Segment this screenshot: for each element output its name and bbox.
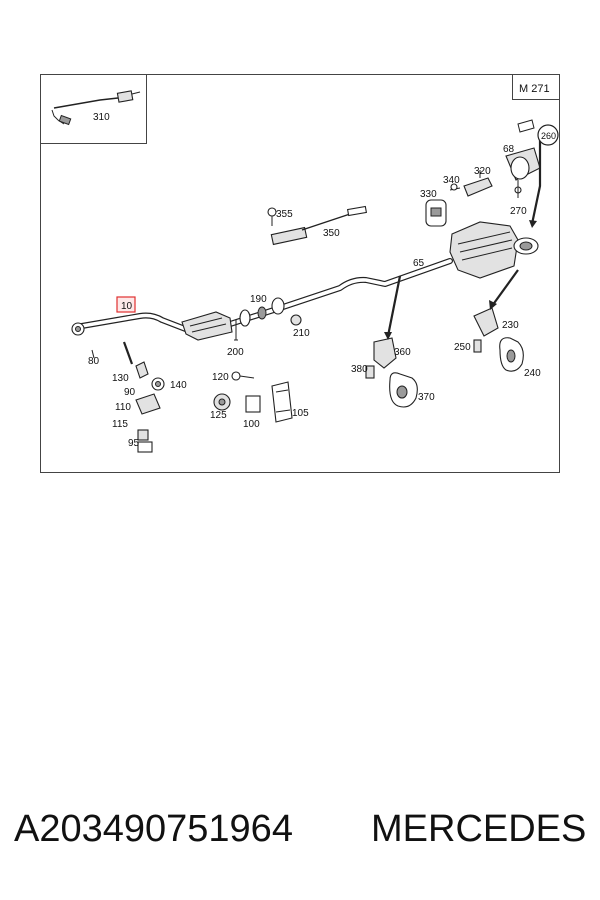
flange-gasket xyxy=(234,297,302,341)
callout-250: 250 xyxy=(454,342,471,353)
callout-270: 270 xyxy=(510,206,527,217)
callout-80: 80 xyxy=(88,356,100,367)
callout-125: 125 xyxy=(210,410,227,421)
center-bracket-cluster xyxy=(213,371,293,423)
exhaust-pipe xyxy=(73,258,453,333)
rear-hangers xyxy=(473,269,524,372)
callout-95: 95 xyxy=(128,438,140,449)
lambda-sensor xyxy=(267,205,368,246)
callout-360: 360 xyxy=(394,347,411,358)
callout-380: 380 xyxy=(351,364,368,375)
catalytic-converter xyxy=(181,311,233,341)
callout-65: 65 xyxy=(413,258,425,269)
callout-110: 110 xyxy=(115,402,131,413)
tailpipe-trim xyxy=(505,119,559,228)
front-clamp xyxy=(71,322,95,359)
exhaust-parts-diagram: 310 M 271 xyxy=(40,74,560,473)
rear-muffler xyxy=(449,221,539,279)
callout-130: 130 xyxy=(112,373,129,384)
model-code-box xyxy=(512,74,560,100)
highlight-box xyxy=(116,296,136,313)
callout-340: 340 xyxy=(443,175,460,186)
callout-115: 115 xyxy=(112,419,128,430)
callout-330: 330 xyxy=(420,189,437,200)
callout-355: 355 xyxy=(276,209,293,220)
callout-310: 310 xyxy=(93,112,110,123)
model-code: M 271 xyxy=(519,83,550,95)
oxygen-sensor-inset xyxy=(51,90,141,126)
callout-370: 370 xyxy=(418,392,435,403)
callout-90: 90 xyxy=(124,387,136,398)
callout-230: 230 xyxy=(502,320,519,331)
callout-350: 350 xyxy=(323,228,340,239)
brand-name: MERCEDES xyxy=(371,808,587,850)
part-number: A203490751964 xyxy=(14,808,293,850)
callout-100: 100 xyxy=(243,419,260,430)
bracket-cluster xyxy=(135,361,165,453)
callout-210: 210 xyxy=(293,328,310,339)
arrow-10 xyxy=(122,341,134,365)
callout-68: 68 xyxy=(503,144,515,155)
callout-circle xyxy=(537,124,559,146)
callout-240: 240 xyxy=(524,368,541,379)
center-hangers xyxy=(365,275,418,408)
callout-10: 10 xyxy=(121,301,133,312)
footer: A203490751964 MERCEDES xyxy=(0,808,600,858)
callout-140: 140 xyxy=(170,380,187,391)
callout-190: 190 xyxy=(250,294,267,305)
upper-hangers xyxy=(425,170,493,227)
callout-120: 120 xyxy=(212,372,229,383)
callout-320: 320 xyxy=(474,166,491,177)
inset-box xyxy=(40,74,147,144)
callout-200: 200 xyxy=(227,347,244,358)
callout-260: 260 xyxy=(541,131,556,141)
callout-105: 105 xyxy=(292,408,309,419)
